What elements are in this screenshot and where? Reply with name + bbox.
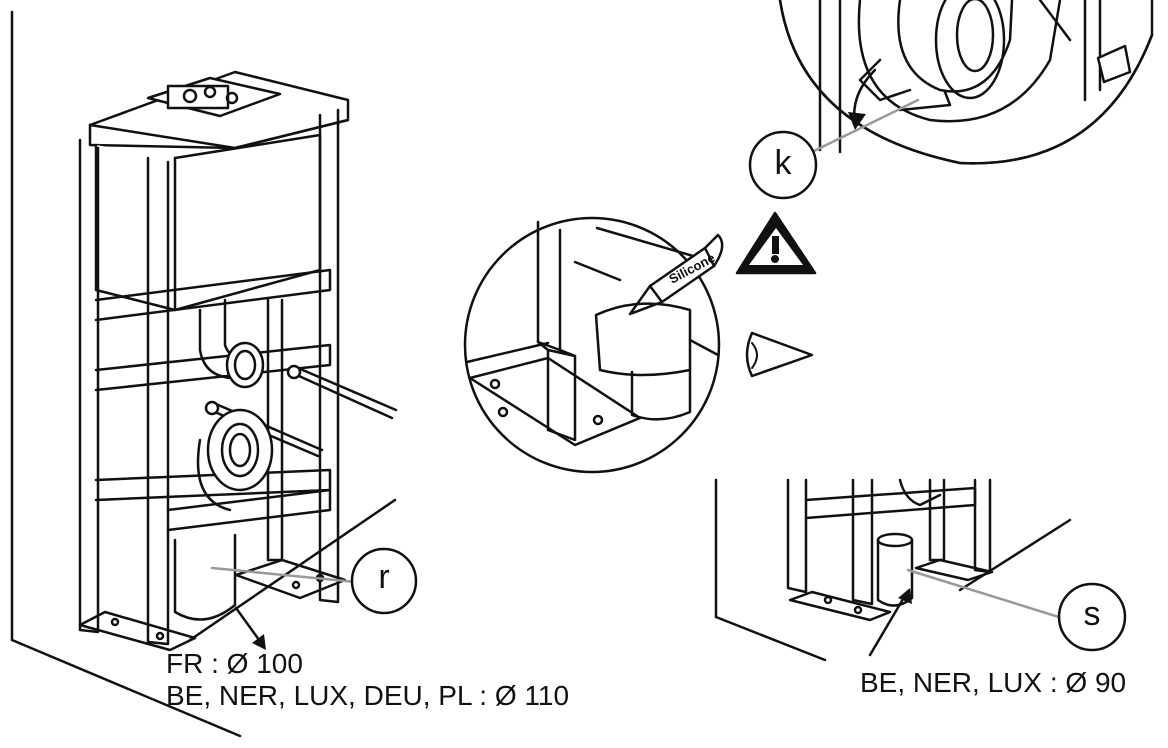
warning-icon (735, 211, 817, 275)
note-left-line2: BE, NER, LUX, DEU, PL : Ø 110 (166, 680, 570, 711)
callout-s-circle (1057, 582, 1127, 652)
callout-r-circle (350, 547, 418, 615)
note-right-line1: BE, NER, LUX : Ø 90 (860, 667, 1127, 698)
left-wall (10, 10, 397, 738)
silicone-detail (463, 216, 724, 474)
note-left-line1: FR : Ø 100 (166, 648, 303, 679)
callout-s: s (1083, 595, 1101, 633)
arrow-right (868, 592, 908, 657)
coupling-detail (778, 0, 1154, 165)
eye-icon (745, 331, 814, 378)
leader-k (810, 98, 920, 154)
arrow-left (234, 606, 264, 646)
right-wall (714, 478, 1072, 662)
callout-k: k (774, 144, 792, 182)
leader-s (906, 568, 1064, 620)
wc-frame (78, 70, 398, 652)
wc-frame-small (786, 478, 994, 622)
callout-r: r (378, 558, 390, 596)
leader-r (210, 566, 358, 584)
callout-k-circle (748, 130, 818, 200)
